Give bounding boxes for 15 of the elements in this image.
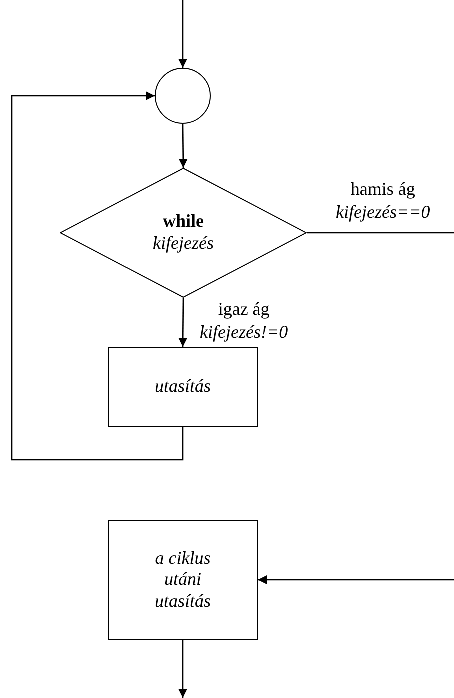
junction-circle	[155, 68, 211, 124]
arrow	[258, 576, 454, 584]
keyword-text: while	[162, 211, 204, 233]
statement-text: utasítás	[154, 376, 211, 398]
process-box	[60, 168, 307, 298]
arrow	[178, 124, 188, 168]
connector-line	[307, 232, 454, 234]
statement-text: a ciklus utáni utasítás	[154, 548, 212, 612]
arrow	[178, 0, 188, 68]
condition-text: kifejezés	[153, 233, 214, 255]
arrow	[11, 92, 184, 461]
arrow	[178, 640, 188, 698]
arrow	[178, 298, 188, 347]
process-box	[108, 347, 258, 427]
process-box	[108, 520, 258, 640]
